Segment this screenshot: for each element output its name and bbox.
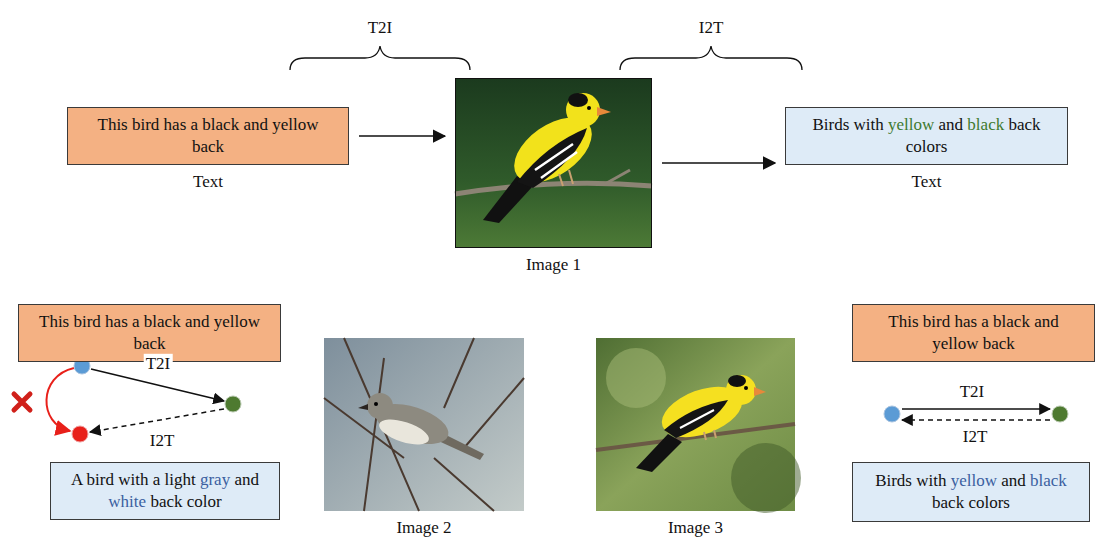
drawing-part — [731, 443, 801, 513]
wrong-text-point — [72, 426, 88, 442]
drawing-part — [728, 375, 746, 387]
image-frame: Image 1 — [455, 78, 652, 248]
bird-photo — [455, 78, 652, 248]
rejected-return-arrow — [46, 368, 74, 431]
caption: Image 1 — [436, 255, 671, 275]
drawing-part — [744, 386, 748, 390]
flow-arrow — [662, 162, 775, 164]
flow-arrow — [359, 135, 445, 137]
drawing-part — [605, 170, 630, 184]
drawing-part — [606, 348, 666, 408]
highlight-word: black — [1030, 471, 1067, 490]
input-text-box: This bird has a black and yellow backTex… — [67, 107, 349, 165]
drawing-part — [376, 414, 432, 449]
i2t-arrow — [90, 409, 224, 432]
direction-label: I2T — [148, 431, 177, 451]
drawing-part — [566, 93, 600, 127]
box-text: Birds with yellow and black back colors — [800, 114, 1053, 158]
bird-photo — [596, 338, 801, 513]
highlight-word: black — [967, 115, 1004, 134]
image-frame: Image 3 — [596, 338, 795, 511]
drawing-part — [324, 338, 524, 511]
highlight-word: yellow — [888, 115, 934, 134]
drawing-part — [517, 128, 587, 188]
image-point — [225, 396, 241, 412]
direction-label: T2I — [366, 18, 395, 38]
image-frame: Image 2 — [324, 338, 524, 511]
box-text: Birds with yellow and black back colors — [867, 470, 1075, 514]
output-text-box: A bird with a light gray and white back … — [50, 462, 280, 520]
input-text-box: This bird has a black and yellow back — [852, 304, 1095, 362]
direction-label: I2T — [961, 427, 990, 447]
drawing-part — [754, 387, 766, 396]
box-text: This bird has a black and yellow back — [82, 114, 334, 158]
drawing-part — [587, 106, 591, 110]
cross-mark — [14, 394, 30, 410]
highlight-word: gray — [200, 470, 230, 489]
caption: Text — [48, 172, 368, 192]
brace — [290, 46, 470, 70]
text-point — [884, 406, 900, 422]
drawing-part — [636, 434, 682, 472]
direction-label: T2I — [958, 382, 987, 402]
caption: Text — [766, 172, 1087, 192]
output-text-box: Birds with yellow and black back colors — [852, 462, 1090, 522]
drawing-part — [367, 393, 393, 419]
drawing-part — [455, 78, 652, 248]
box-text: This bird has a black and yellow back — [867, 311, 1080, 355]
caption: Image 3 — [577, 518, 814, 538]
drawing-part — [324, 338, 524, 511]
t2i-arrow — [902, 408, 1050, 410]
highlight-word: white — [108, 492, 146, 511]
drawing-part — [726, 375, 756, 405]
drawing-part — [358, 404, 368, 410]
box-text: A bird with a light gray and white back … — [65, 469, 265, 513]
drawing-part — [568, 93, 588, 107]
i2t-arrow — [902, 419, 1050, 421]
output-text-box: Birds with yellow and black back colorsT… — [785, 107, 1068, 165]
drawing-part — [680, 410, 714, 428]
caption: Image 2 — [305, 518, 543, 538]
drawing-part — [664, 400, 728, 438]
bird-photo — [324, 338, 524, 511]
drawing-part — [559, 170, 573, 186]
direction-label: I2T — [697, 18, 726, 38]
box-text: This bird has a black and yellow back — [33, 311, 266, 355]
drawing-part — [455, 183, 652, 194]
direction-label: T2I — [144, 354, 173, 374]
drawing-part — [374, 402, 378, 406]
image-point — [1052, 406, 1068, 422]
drawing-part — [704, 430, 716, 440]
highlight-word: yellow — [951, 471, 997, 490]
drawing-part — [597, 107, 611, 116]
brace — [620, 46, 802, 70]
